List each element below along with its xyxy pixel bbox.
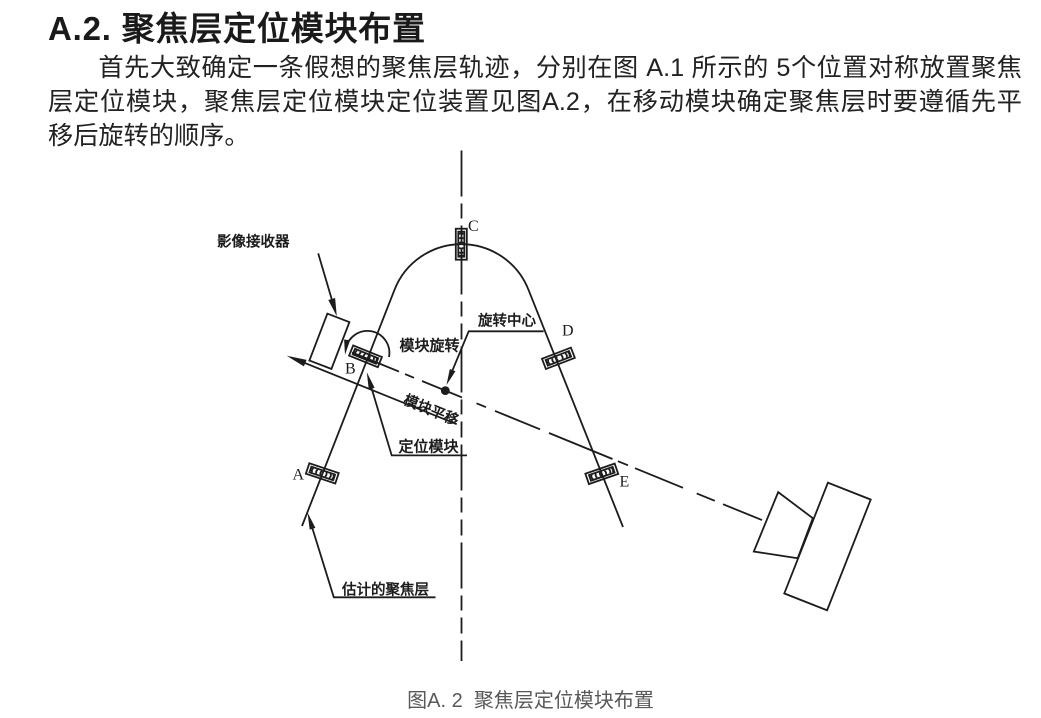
trajectory-curve <box>301 243 624 528</box>
rotation-center-dot <box>440 386 450 395</box>
paragraph-line-2: 层定位模块，聚焦层定位模块定位装置见图A.2，在移动模块确定聚焦层时要遵循先平 <box>48 88 1022 116</box>
paragraph-line-3: 移后旋转的顺序。 <box>48 122 250 150</box>
xray-tube <box>783 481 872 612</box>
section-heading: A.2. 聚焦层定位模块布置 <box>48 10 426 47</box>
positioning-module-leader-line <box>370 387 467 457</box>
beam-cone <box>752 490 814 560</box>
body-paragraph: 首先大致确定一条假想的聚焦层轨迹，分别在图 A.1 所示的 5个位置对称放置聚焦… <box>48 51 1022 153</box>
rotation-center-leader-line <box>449 330 544 377</box>
paragraph-line-1: 首先大致确定一条假想的聚焦层轨迹，分别在图 A.1 所示的 5个位置对称放置聚焦 <box>98 54 1022 82</box>
label-position-b: B <box>345 361 356 378</box>
label-module-translation: 模块平移 <box>401 391 462 430</box>
label-position-e: E <box>620 474 630 491</box>
rotation-center-arrowhead-icon <box>446 369 456 385</box>
label-image-receiver: 影像接收器 <box>217 233 290 251</box>
positioning-module-arrowhead-icon <box>366 372 375 390</box>
translation-arrowhead-icon <box>286 355 307 367</box>
label-rotation-center: 旋转中心 <box>477 312 536 330</box>
translation-arrow-shaft <box>291 356 458 426</box>
rotation-arc <box>344 330 391 358</box>
label-position-c: C <box>468 218 479 235</box>
image-receiver <box>308 312 351 371</box>
estimated-focal-layer-leader <box>307 512 436 599</box>
label-positioning-module: 定位模块 <box>399 438 460 456</box>
label-module-rotation: 模块旋转 <box>400 337 460 355</box>
image-receiver-leader-line <box>317 253 334 304</box>
label-position-d: D <box>562 323 574 340</box>
label-position-a: A <box>293 467 305 484</box>
estimated-focal-layer-arrowhead-icon <box>307 512 316 530</box>
estimated-focal-layer-leader-line <box>311 527 436 599</box>
translation-direction-arrow <box>286 355 458 426</box>
label-estimated-focal-layer: 估计的聚焦层 <box>341 581 429 599</box>
image-receiver-leader <box>317 253 337 317</box>
image-receiver-arrowhead-icon <box>328 298 337 317</box>
rotation-center-leader <box>446 330 544 385</box>
figure-caption: 图A. 2 聚焦层定位模块布置 <box>407 690 654 712</box>
rotation-arc-arrowhead-icon <box>344 339 351 355</box>
translation-axis-line <box>351 351 763 521</box>
positioning-module-leader <box>366 372 467 457</box>
